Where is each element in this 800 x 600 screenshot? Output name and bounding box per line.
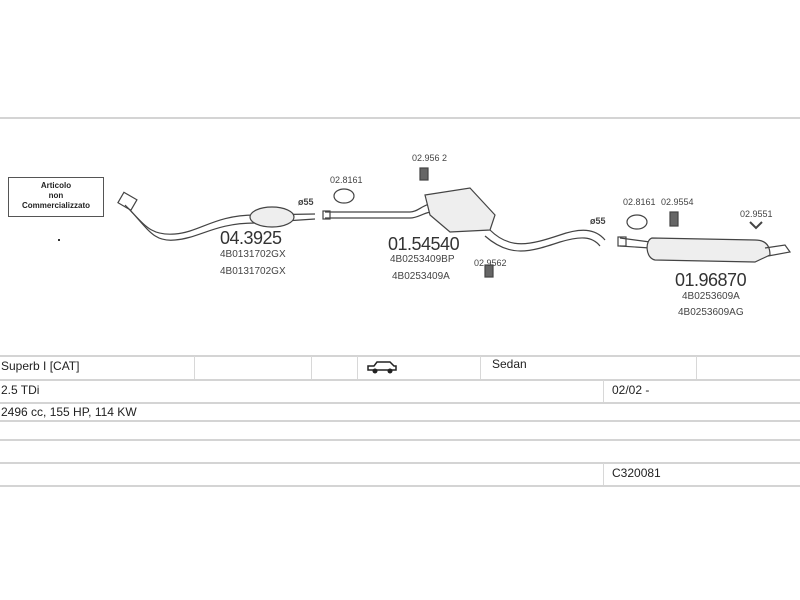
catalyst-drawing bbox=[249, 206, 295, 228]
not-available-text: Articolo bbox=[40, 181, 72, 190]
oe-number: 4B0253609A bbox=[682, 291, 740, 302]
exhaust-diagram bbox=[117, 167, 792, 278]
hanger-icon bbox=[419, 167, 429, 181]
oe-number: 4B0253409A bbox=[392, 271, 450, 282]
clamp-icon bbox=[333, 188, 355, 204]
not-available-text: Commercializzato bbox=[21, 201, 91, 210]
accessory-number[interactable]: 02.8161 bbox=[623, 197, 656, 207]
hanger-icon bbox=[749, 221, 763, 230]
part-number[interactable]: 01.96870 bbox=[675, 270, 747, 290]
oe-number: 4B0253409BP bbox=[390, 254, 455, 265]
vehicle-body: Sedan bbox=[492, 357, 527, 371]
vehicle-date: 02/02 - bbox=[612, 383, 650, 397]
oe-number: 4B0131702GX bbox=[220, 266, 286, 277]
accessory-number[interactable]: 02.956 2 bbox=[412, 153, 448, 163]
rear-muffler-drawing bbox=[646, 237, 771, 263]
vehicle-specs: 2496 cc, 155 HP, 114 KW bbox=[1, 405, 137, 419]
part-number[interactable]: 01.54540 bbox=[388, 234, 460, 254]
vehicle-model: Superb I [CAT] bbox=[1, 359, 80, 373]
clamp-icon bbox=[626, 214, 648, 230]
oe-number: 4B0253609AG bbox=[678, 307, 744, 318]
middle-muffler-drawing bbox=[424, 187, 496, 233]
hanger-icon bbox=[484, 264, 494, 278]
accessory-number[interactable]: 02.8161 bbox=[330, 175, 363, 185]
diameter-label: ø55 bbox=[298, 197, 314, 207]
accessory-number[interactable]: 02.9551 bbox=[740, 209, 773, 219]
oe-number: 4B0131702GX bbox=[220, 249, 286, 260]
dot bbox=[58, 239, 60, 241]
not-available-box: Articolo non Commercializzato bbox=[8, 177, 104, 217]
accessory-number[interactable]: 02.9562 bbox=[474, 258, 507, 268]
car-icon bbox=[367, 361, 397, 374]
hanger-icon bbox=[669, 211, 679, 227]
part-number[interactable]: 04.3925 bbox=[220, 228, 282, 248]
flange-drawing bbox=[117, 191, 138, 212]
diameter-label: ø55 bbox=[590, 216, 606, 226]
vehicle-engine: 2.5 TDi bbox=[1, 383, 40, 397]
accessory-number[interactable]: 02.9554 bbox=[661, 197, 694, 207]
not-available-text: non bbox=[48, 191, 64, 200]
diagram-top-border bbox=[0, 117, 800, 119]
vehicle-code: C320081 bbox=[612, 466, 661, 480]
